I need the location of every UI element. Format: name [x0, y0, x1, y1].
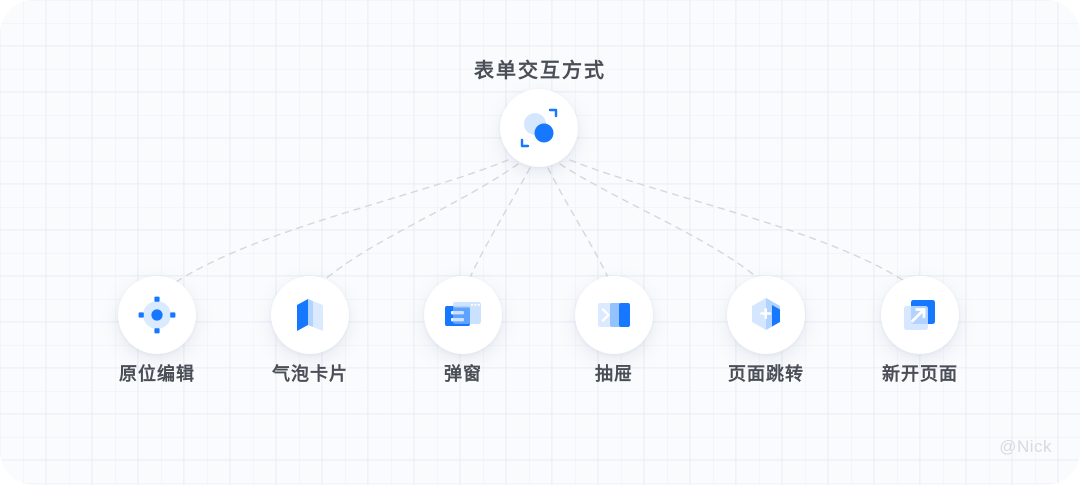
overlapping-circles-icon — [517, 106, 561, 150]
node-label-drawer: 抽屉 — [595, 364, 633, 384]
hub-node[interactable] — [500, 89, 578, 167]
cube-hexagon-icon — [745, 294, 787, 336]
connector-line — [559, 163, 763, 283]
connector-line — [175, 159, 509, 283]
watermark: @Nick — [999, 437, 1052, 456]
node-label-inline-edit: 原位编辑 — [119, 364, 195, 384]
node-bubble-card[interactable] — [271, 276, 349, 354]
node-label-page-redirect: 页面跳转 — [728, 364, 804, 384]
node-label-new-page: 新开页面 — [882, 364, 958, 384]
node-inline-edit[interactable] — [118, 276, 196, 354]
connector-line — [547, 167, 611, 283]
node-modal[interactable] — [424, 276, 502, 354]
node-new-page[interactable] — [881, 276, 959, 354]
connector-line — [321, 163, 519, 283]
crosshair-target-icon — [136, 294, 178, 336]
node-label-modal: 弹窗 — [444, 364, 482, 384]
angled-panels-icon — [289, 294, 331, 336]
page-title: 表单交互方式 — [474, 60, 606, 82]
node-page-redirect[interactable] — [727, 276, 805, 354]
node-label-bubble-card: 气泡卡片 — [272, 364, 348, 384]
drawer-panel-icon — [593, 294, 635, 336]
node-drawer[interactable] — [575, 276, 653, 354]
connector-line — [467, 167, 531, 283]
connector-line — [569, 159, 907, 283]
external-link-icon — [899, 294, 941, 336]
dialog-window-icon — [442, 294, 484, 336]
